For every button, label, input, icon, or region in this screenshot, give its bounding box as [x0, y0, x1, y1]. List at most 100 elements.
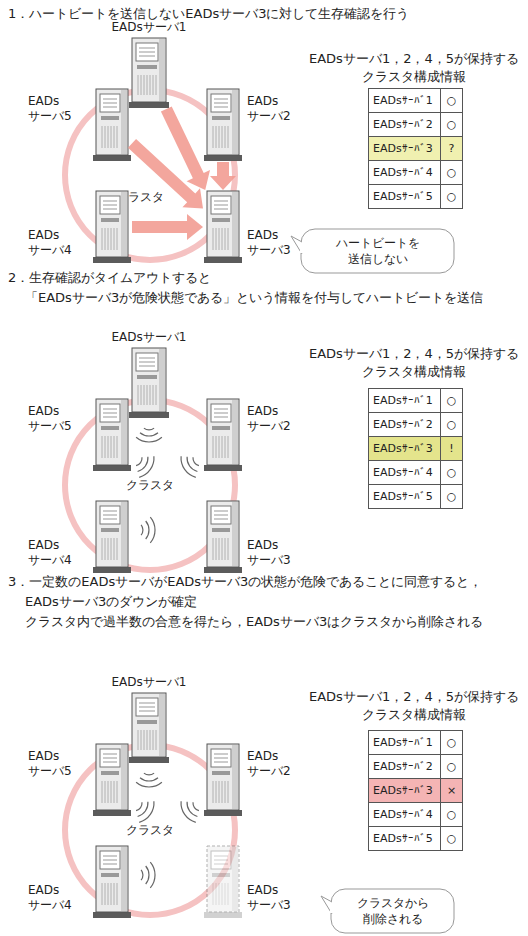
server-body — [207, 89, 239, 155]
table-cell: ○ — [440, 388, 463, 413]
table-cell: ! — [440, 436, 463, 461]
panel-slot — [103, 519, 117, 520]
server-grille — [114, 126, 115, 148]
server-icon — [203, 500, 243, 574]
server-body — [207, 399, 239, 465]
server-grille — [213, 883, 214, 905]
speech-callout: ハートビートを 送信しない — [300, 228, 455, 274]
table-cell: EADsｻｰﾊﾞ2 — [368, 112, 441, 137]
panel-slot — [214, 205, 228, 206]
server-icon — [92, 398, 132, 472]
table-cell: ○ — [440, 484, 463, 509]
server-grille — [105, 883, 106, 905]
panel-slot — [214, 519, 228, 520]
server-label: EADs サーバ2 — [247, 94, 307, 124]
bubble-tail — [321, 896, 332, 914]
panel-slot — [139, 362, 155, 363]
server-base — [93, 810, 131, 816]
server-body — [96, 846, 128, 912]
panel-slot — [103, 856, 117, 857]
server-label: EADsサーバ1 — [112, 330, 187, 345]
cell-text: ○ — [447, 418, 457, 431]
server-panel — [100, 749, 120, 767]
table-cell: EADsｻｰﾊﾞ1 — [368, 88, 441, 113]
cell-text: EADsｻｰﾊﾞ5 — [373, 190, 433, 203]
server-icon — [128, 37, 170, 109]
server-grille — [219, 126, 220, 148]
server-label: EADs サーバ3 — [247, 883, 307, 913]
server-grille — [225, 781, 226, 803]
server-grille — [114, 781, 115, 803]
callout-bubble — [330, 888, 455, 934]
callout-text: クラスタから 削除される — [335, 895, 450, 927]
table-cell: EADsｻｰﾊﾞ1 — [368, 388, 441, 413]
server-label: EADs サーバ4 — [28, 883, 88, 913]
server-display — [212, 873, 230, 877]
server-grille — [150, 385, 151, 405]
speech-callout: クラスタから 削除される — [330, 888, 455, 934]
server-grille — [219, 781, 220, 803]
server-grille — [144, 75, 145, 95]
server-panel — [136, 698, 158, 716]
server-grille — [114, 228, 115, 250]
wave-arc — [193, 457, 199, 465]
cell-text: ○ — [447, 394, 457, 407]
server-base — [204, 912, 242, 918]
wave-arc — [146, 521, 149, 539]
server-unit: EADsサーバ1 — [128, 37, 170, 109]
server-body — [96, 744, 128, 810]
server-grille — [228, 538, 229, 560]
server-grille — [105, 436, 106, 458]
server-side — [121, 192, 127, 256]
table-cell: EADsｻｰﾊﾞ4 — [368, 802, 441, 827]
panel-slot — [103, 860, 117, 861]
server-unit: EADs サーバ4 — [92, 190, 132, 264]
panel-slot — [139, 48, 155, 49]
cell-text: EADsｻｰﾊﾞ5 — [373, 490, 433, 503]
wave-arc — [139, 456, 154, 477]
server-unit: EADsサーバ1 — [128, 692, 170, 764]
server-grille — [138, 730, 139, 750]
server-grille — [102, 228, 103, 250]
server-display — [101, 116, 119, 120]
server-panel — [211, 404, 231, 422]
server-display — [212, 218, 230, 222]
server-grille — [213, 126, 214, 148]
server-body — [96, 89, 128, 155]
server-grille — [108, 883, 109, 905]
server-grille — [228, 781, 229, 803]
server-grille — [141, 75, 142, 95]
server-grille — [153, 730, 154, 750]
server-side — [121, 400, 127, 464]
server-grille — [222, 883, 223, 905]
server-grille — [225, 883, 226, 905]
cell-text: EADsｻｰﾊﾞ2 — [373, 418, 433, 431]
table-cell: EADsｻｰﾊﾞ4 — [368, 160, 441, 185]
cell-text: EADsｻｰﾊﾞ3 — [373, 442, 433, 455]
server-grille — [222, 436, 223, 458]
server-icon — [203, 190, 243, 264]
server-panel — [211, 94, 231, 112]
server-grille — [114, 538, 115, 560]
server-icon — [203, 398, 243, 472]
server-panel — [211, 851, 231, 869]
server-grille — [108, 126, 109, 148]
table-cell: EADsｻｰﾊﾞ5 — [368, 826, 441, 851]
server-side — [232, 745, 238, 809]
cell-text: ○ — [447, 190, 457, 203]
server-icon — [128, 347, 170, 419]
server-label: EADs サーバ2 — [247, 404, 307, 434]
server-panel — [211, 196, 231, 214]
server-base — [129, 757, 169, 763]
server-panel — [100, 94, 120, 112]
cell-text: ! — [449, 442, 453, 455]
cell-text: ○ — [447, 832, 457, 845]
server-label: EADs サーバ5 — [28, 749, 88, 779]
panel-slot — [139, 358, 155, 359]
table-cell: ○ — [440, 826, 463, 851]
heartbeat-arrow — [161, 106, 210, 190]
panel-slot — [214, 762, 228, 763]
cell-text: ○ — [447, 490, 457, 503]
server-base — [204, 567, 242, 573]
server-unit: EADsサーバ1 — [128, 347, 170, 419]
